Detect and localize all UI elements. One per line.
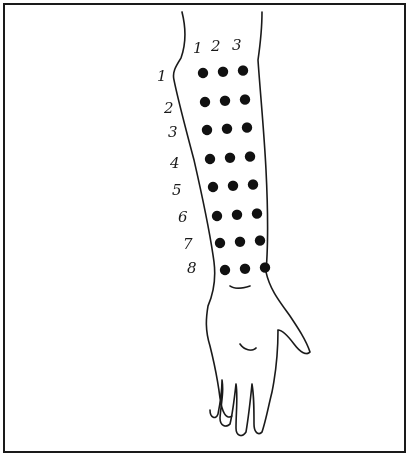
injection-dot	[252, 208, 262, 218]
injection-dot	[240, 94, 250, 104]
injection-dot	[260, 262, 270, 272]
row-label: 7	[183, 235, 193, 253]
column-label: 1	[193, 39, 203, 57]
injection-dot	[248, 179, 258, 189]
injection-dot	[218, 67, 228, 77]
wrist-crease	[230, 286, 250, 288]
row-label: 8	[187, 259, 197, 277]
row-label: 4	[169, 154, 180, 172]
injection-dot	[245, 151, 255, 161]
row-label: 1	[157, 67, 167, 85]
injection-dot	[200, 97, 210, 107]
injection-dot	[240, 264, 250, 274]
injection-dot	[220, 265, 230, 275]
palm-crease	[240, 344, 256, 350]
column-label: 2	[210, 37, 221, 55]
injection-dot	[228, 181, 238, 191]
row-label: 2	[163, 99, 174, 117]
injection-dot	[220, 96, 230, 106]
injection-dot	[235, 237, 245, 247]
hand-outline	[210, 330, 278, 435]
arm-outline-right	[258, 12, 310, 354]
row-label: 3	[168, 123, 178, 141]
row-label: 5	[172, 181, 182, 199]
injection-dot	[212, 211, 222, 221]
injection-dot	[215, 238, 225, 248]
injection-dot	[238, 65, 248, 75]
injection-dot	[225, 153, 235, 163]
injection-dot	[242, 122, 252, 132]
injection-site-grid	[198, 65, 270, 275]
row-label: 6	[178, 208, 188, 226]
injection-dot	[205, 154, 215, 164]
injection-dot	[208, 182, 218, 192]
injection-dot	[202, 125, 212, 135]
injection-dot	[255, 235, 265, 245]
injection-dot	[198, 68, 208, 78]
injection-dot	[222, 124, 232, 134]
injection-dot	[232, 210, 242, 220]
column-label: 3	[232, 36, 242, 54]
